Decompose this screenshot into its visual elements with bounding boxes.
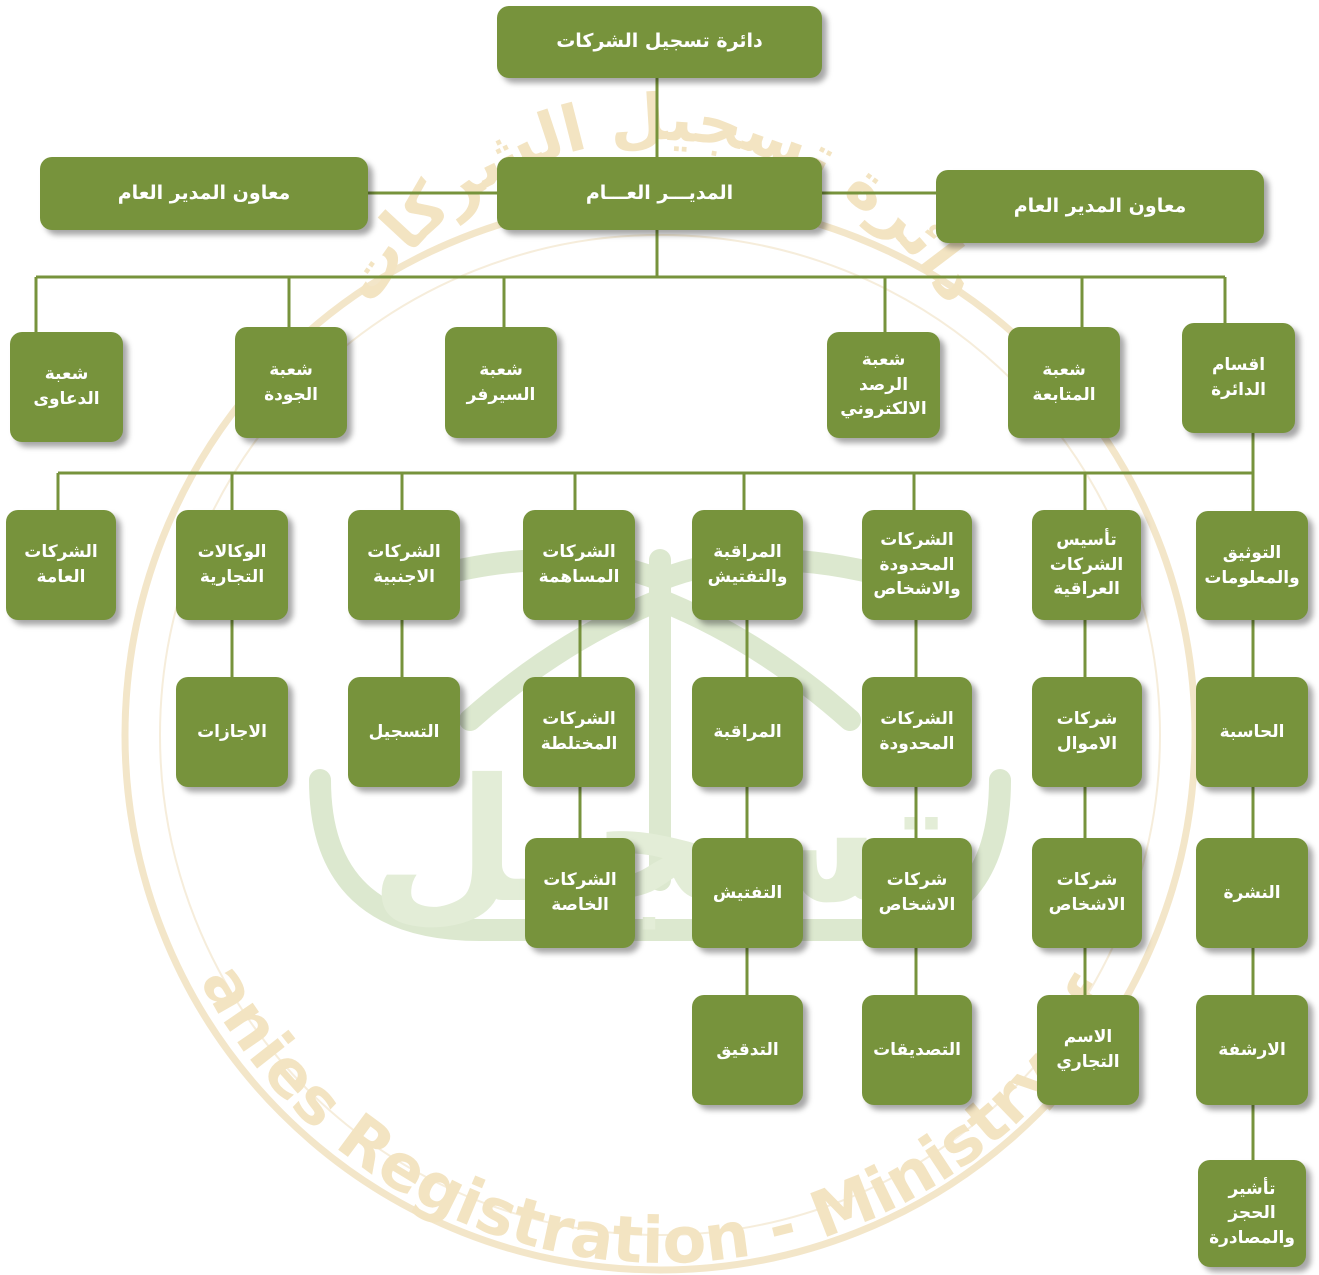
unit-computer: الحاسبة [1196,677,1308,787]
unit-limited-companies: الشركات المحدودة [862,677,972,787]
unit-bulletin: النشرة [1196,838,1308,948]
unit-archive: الارشفة [1196,995,1308,1105]
section-limited-companies: الشركات المحدودة والاشخاص [862,510,972,620]
unit-private-companies: الشركات الخاصة [525,838,635,948]
section-inspection: المراقبة والتفتيش [692,510,803,620]
unit-partnership-companies: شركات الاشخاص [1032,838,1142,948]
section-iraqi-companies: تأسيس الشركات العراقية [1032,510,1141,620]
unit-capital-companies: شركات الاموال [1032,677,1142,787]
unit-registration: التسجيل [348,677,460,787]
section-shareholding: الشركات المساهمة [523,510,635,620]
unit-certifications: التصديقات [862,995,972,1105]
unit-trade-name: الاسم التجاري [1037,995,1139,1105]
branch-divisions: اقسام الدائرة [1182,323,1295,433]
watermark-seal-inner-ring [159,234,1161,1236]
deputy-left-box: معاون المدير العام [40,157,368,230]
branch-quality: شعبة الجودة [235,327,347,438]
branch-followup: شعبة المتابعة [1008,327,1120,438]
branch-server: شعبة السيرفر [445,327,557,438]
watermark-logo-text: تسجيل [370,743,950,941]
unit-persons-companies: شركات الاشخاص [862,838,972,948]
unit-audit: التدقيق [692,995,803,1105]
section-agencies: الوكالات التجارية [176,510,288,620]
unit-seizure: تأشير الحجز والمصادرة [1198,1160,1306,1267]
branch-lawsuits: شعبة الدعاوى [10,332,123,442]
unit-inspection: التفتيش [692,838,803,948]
unit-mixed-companies: الشركات المختلطة [523,677,635,787]
section-foreign: الشركات الاجنبية [348,510,460,620]
deputy-right-box: معاون المدير العام [936,170,1264,243]
unit-monitoring: المراقبة [692,677,803,787]
section-documentation: التوثيق والمعلومات [1196,511,1308,620]
head-box: دائرة تسجيل الشركات [497,6,822,78]
director-box: المديـــر العـــام [497,157,822,230]
section-public: الشركات العامة [6,510,116,620]
branch-monitoring: شعبة الرصد الالكتروني [827,332,940,438]
unit-licenses: الاجازات [176,677,288,787]
